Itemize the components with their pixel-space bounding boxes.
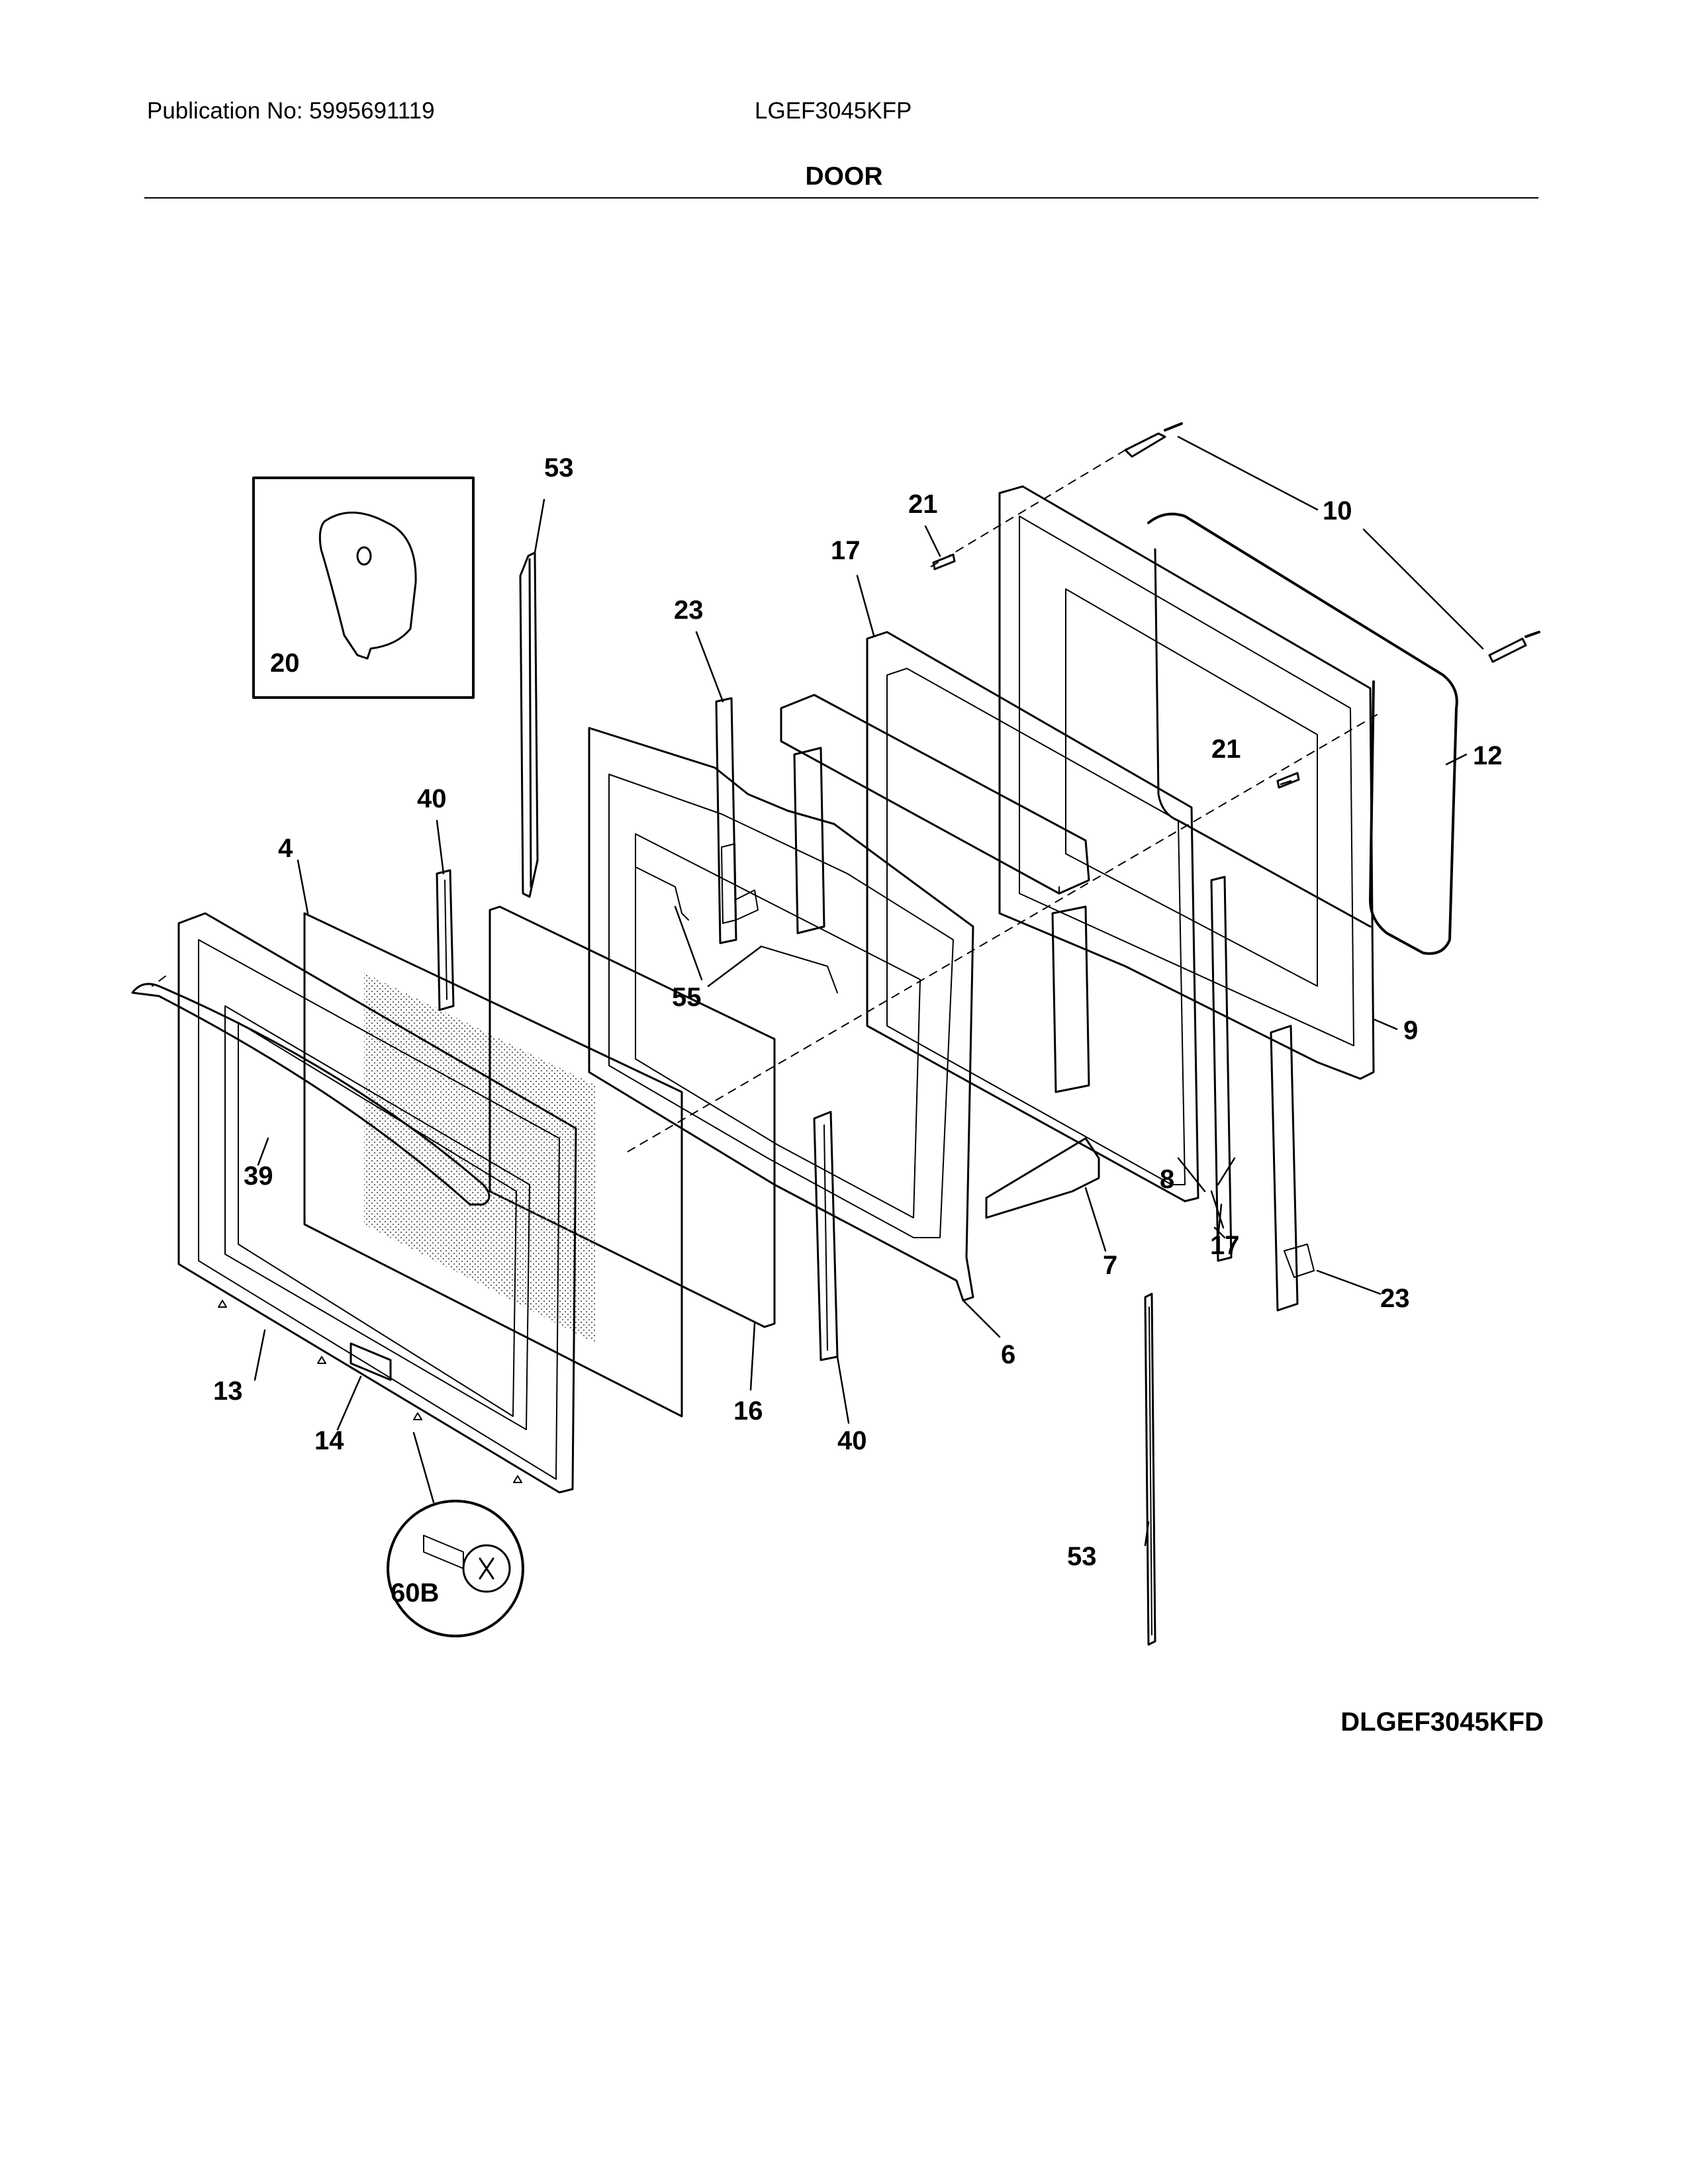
leader-lines [254, 435, 1484, 1547]
callout-21-lower: 21 [1211, 735, 1241, 764]
screw-long-part [1124, 422, 1540, 663]
callout-40-lower: 40 [837, 1426, 867, 1455]
callout-20: 20 [270, 649, 300, 678]
publication-number: Publication No: 5995691119 [147, 98, 435, 124]
screw-detail-inset [387, 1500, 524, 1637]
callout-21-upper: 21 [908, 490, 938, 519]
header-divider [144, 197, 1538, 199]
page-title: DOOR [805, 162, 883, 191]
callout-16: 16 [733, 1396, 763, 1426]
glass-middle-part [303, 912, 683, 1418]
spacer-lower-part [1210, 876, 1233, 1262]
handle-part [131, 983, 491, 1206]
door-outer-part [177, 912, 577, 1494]
frame-strip-bottom-part [1144, 1293, 1156, 1646]
callout-17-lower: 17 [1210, 1231, 1240, 1260]
callout-17-upper: 17 [831, 536, 861, 565]
callout-8: 8 [1160, 1165, 1174, 1194]
door-screw-part [218, 1300, 522, 1483]
callout-7: 7 [1103, 1251, 1117, 1280]
gasket-part [1147, 512, 1458, 955]
inner-panel-part [998, 485, 1375, 1080]
callout-60b: 60B [391, 1578, 439, 1608]
spacer-frame-part [866, 631, 1199, 1203]
callout-23-right: 23 [1380, 1284, 1410, 1313]
model-number: LGEF3045KFP [755, 98, 912, 124]
badge-part [350, 1342, 392, 1381]
diagram-code: DLGEF3045KFD [1340, 1707, 1544, 1737]
callout-6: 6 [1001, 1340, 1015, 1369]
callout-40-upper: 40 [417, 784, 447, 813]
callout-14: 14 [314, 1426, 344, 1455]
callout-55: 55 [672, 983, 702, 1012]
callout-4: 4 [278, 834, 293, 863]
frame-strip-top-part [519, 551, 539, 898]
insulation-part [780, 694, 1100, 1219]
stop-part [932, 553, 1300, 789]
callout-53-top: 53 [544, 453, 574, 482]
latch-part [635, 866, 838, 993]
callout-12: 12 [1473, 741, 1503, 770]
assembly-axis-lines [152, 449, 1378, 1156]
bracket-upper-part [436, 869, 455, 1011]
callout-9: 9 [1403, 1016, 1418, 1045]
callout-53-bottom: 53 [1067, 1542, 1097, 1571]
hinge-left-part [715, 697, 759, 944]
callout-10: 10 [1323, 496, 1352, 525]
callout-labels: 20 53 23 40 4 21 17 10 21 12 9 55 39 8 1… [213, 453, 1503, 1608]
callout-23-left: 23 [674, 596, 704, 625]
bracket-lower-part [813, 1111, 839, 1361]
hinge-right-part [1270, 1024, 1315, 1312]
callout-13: 13 [213, 1377, 243, 1406]
inset-clip-detail [252, 477, 475, 699]
callout-39: 39 [244, 1161, 273, 1191]
